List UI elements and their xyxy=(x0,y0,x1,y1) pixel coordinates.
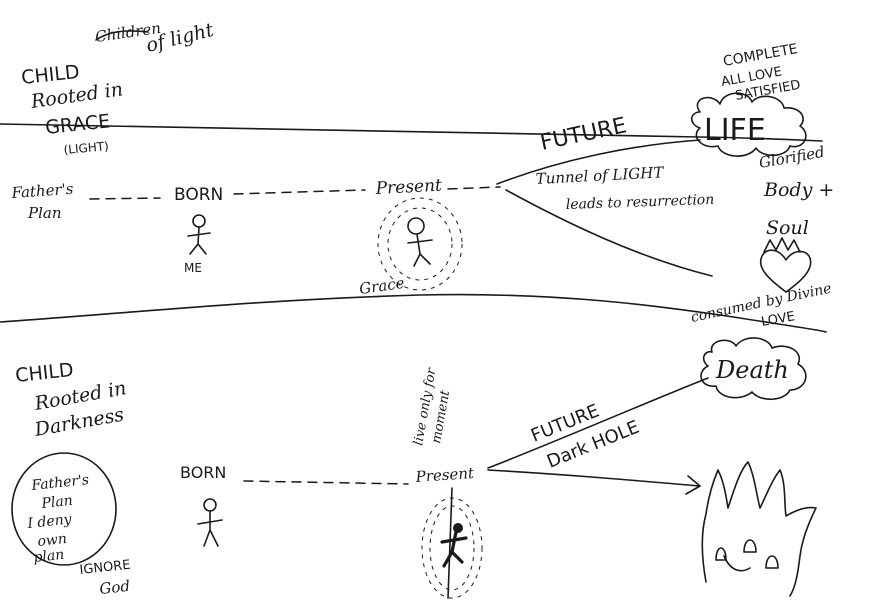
bottom-title-child: CHILD xyxy=(14,359,74,387)
ghost-scribble-base xyxy=(723,555,751,572)
tunnel-lower-line xyxy=(505,189,713,277)
divine-love-text: LOVE xyxy=(760,309,796,330)
soul-text: Soul xyxy=(766,217,809,239)
ghost-arch-3 xyxy=(765,555,779,569)
me-stick-figure xyxy=(187,214,211,255)
top-fathers-text: Father's xyxy=(10,180,74,202)
complete-text: COMPLETE xyxy=(722,41,799,70)
life-label: LIFE xyxy=(704,113,766,148)
bottom-born-stick-figure xyxy=(197,498,223,547)
top-timeline-dash-3 xyxy=(447,186,501,190)
death-cloud xyxy=(700,337,807,401)
scribble-strike-mark xyxy=(95,30,149,41)
bottom-present-label: Present xyxy=(414,464,475,486)
top-present-label: Present xyxy=(374,176,442,199)
own-text: own xyxy=(37,531,68,550)
present-figure-in-darkness xyxy=(421,497,483,599)
top-title-grace: GRACE xyxy=(44,110,111,139)
dark-hole-arrowhead xyxy=(685,475,701,495)
top-timeline-dash-1 xyxy=(89,197,161,200)
heart-shape xyxy=(759,249,812,293)
bottom-section-title: CHILD Rooted in Darkness xyxy=(14,359,128,441)
top-timeline-dash-2 xyxy=(233,189,366,195)
top-born-label: BORN xyxy=(174,185,223,205)
top-section-title: CHILD Rooted in GRACE (LIGHT) xyxy=(20,61,124,157)
present-vertical-line xyxy=(447,487,453,599)
top-plan-text: Plan xyxy=(27,204,62,222)
own-plan-text: plan xyxy=(33,547,65,566)
middle-boundary-line xyxy=(0,293,827,333)
complete-note: COMPLETE ALL LOVE SATISFIED xyxy=(720,41,802,104)
i-deny-text: I deny xyxy=(26,511,74,532)
ghost-hand-outline xyxy=(701,461,817,597)
top-fathers-plan: Father's Plan xyxy=(10,180,74,222)
children-of-light-note: Children of light xyxy=(94,19,216,57)
me-label: ME xyxy=(184,261,202,275)
god-text: God xyxy=(99,577,131,598)
body-text: Body + xyxy=(763,179,834,201)
bottom-timeline-dash xyxy=(243,480,409,485)
dark-hole-upper-line xyxy=(487,377,709,469)
top-title-light: (LIGHT) xyxy=(63,139,109,157)
bottom-fathers-text: Father's xyxy=(30,472,90,494)
top-future-label: FUTURE xyxy=(538,113,629,156)
tunnel-upper-line xyxy=(496,139,701,185)
ignore-text: IGNORE xyxy=(79,558,131,578)
grace-label: Grace xyxy=(358,274,406,298)
bottom-born-label: BORN xyxy=(180,463,226,482)
life-cloud xyxy=(690,92,807,157)
present-figure-in-grace xyxy=(377,197,463,291)
bottom-fathers-plan: Father's Plan I deny own plan xyxy=(11,452,117,566)
tunnel-of-light-text: Tunnel of LIGHT xyxy=(535,163,664,188)
upper-boundary-line xyxy=(0,123,823,142)
death-label: Death xyxy=(715,356,789,384)
dark-hole-lower-line xyxy=(487,469,701,487)
heart-crown xyxy=(763,237,801,253)
bottom-plan-text: Plan xyxy=(40,493,74,512)
leads-to-resurrection-text: leads to resurrection xyxy=(566,192,715,213)
ghost-arch-2 xyxy=(743,539,757,553)
fathers-plan-circle xyxy=(11,452,117,566)
